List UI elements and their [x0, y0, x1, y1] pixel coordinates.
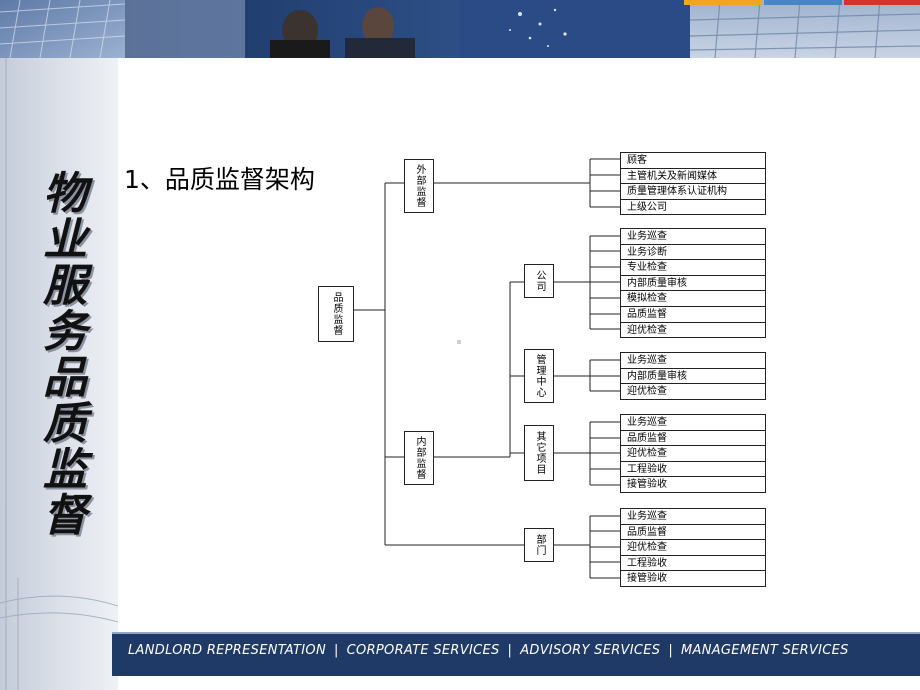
list-item: 业务巡查 — [621, 229, 765, 245]
node-company: 公司 — [524, 264, 554, 298]
banner-photo-strip — [0, 0, 920, 58]
list-item: 质量管理体系认证机构 — [621, 184, 765, 200]
node-internal: 内部监督 — [404, 431, 434, 485]
list-item: 上级公司 — [621, 200, 765, 216]
list-item: 业务巡查 — [621, 509, 765, 525]
sidebar-decoration — [0, 58, 118, 690]
list-item: 业务诊断 — [621, 245, 765, 261]
footer-service: LANDLORD REPRESENTATION — [128, 643, 326, 658]
other-projects-list: 业务巡查 品质监督 迎优检查 工程验收 接管验收 — [620, 414, 766, 493]
list-item: 工程验收 — [621, 462, 765, 478]
footer-service: MANAGEMENT SERVICES — [681, 643, 849, 658]
list-item: 迎优检查 — [621, 323, 765, 339]
list-item: 业务巡查 — [621, 353, 765, 369]
list-item: 接管验收 — [621, 571, 765, 587]
footer-separator: | — [668, 643, 673, 658]
list-item: 顾客 — [621, 153, 765, 169]
list-item: 专业检查 — [621, 260, 765, 276]
list-item: 内部质量审核 — [621, 369, 765, 385]
node-management-center: 管理中心 — [524, 349, 554, 403]
node-root: 品质监督 — [318, 286, 354, 342]
slide-heading: 1、品质监督架构 — [124, 165, 315, 194]
footer-separator: | — [333, 643, 339, 658]
list-item: 主管机关及新闻媒体 — [621, 169, 765, 185]
footer-service: ADVISORY SERVICES — [520, 643, 661, 658]
list-item: 业务巡查 — [621, 415, 765, 431]
list-item: 迎优检查 — [621, 384, 765, 400]
node-internal-label: 内部监督 — [414, 436, 425, 480]
list-item: 工程验收 — [621, 556, 765, 572]
node-other-projects: 其它项目 — [524, 425, 554, 481]
sidebar-title-text: 物业服务品质监督 — [35, 170, 86, 538]
node-other-projects-label: 其它项目 — [534, 431, 545, 475]
list-item: 迎优检查 — [621, 446, 765, 462]
header-banner — [0, 0, 920, 58]
list-item: 模拟检查 — [621, 291, 765, 307]
node-external-label: 外部监督 — [414, 164, 425, 208]
node-company-label: 公司 — [534, 270, 545, 292]
node-external: 外部监督 — [404, 159, 434, 213]
list-item: 品质监督 — [621, 307, 765, 323]
left-sidebar — [0, 58, 118, 690]
footer-service: CORPORATE SERVICES — [346, 643, 500, 658]
node-department: 部门 — [524, 528, 554, 562]
node-root-label: 品质监督 — [331, 292, 342, 336]
footer-separator: | — [507, 643, 513, 658]
external-list: 顾客 主管机关及新闻媒体 质量管理体系认证机构 上级公司 — [620, 152, 766, 216]
list-item: 品质监督 — [621, 525, 765, 541]
management-center-list: 业务巡查 内部质量审核 迎优检查 — [620, 352, 766, 400]
company-list: 业务巡查 业务诊断 专业检查 内部质量审核 模拟检查 品质监督 迎优检查 — [620, 228, 766, 339]
list-item: 品质监督 — [621, 431, 765, 447]
list-item: 接管验收 — [621, 477, 765, 493]
footer-services-bar: LANDLORD REPRESENTATION | CORPORATE SERVIC… — [112, 632, 920, 676]
node-management-center-label: 管理中心 — [534, 354, 545, 398]
node-department-label: 部门 — [534, 534, 545, 556]
list-item: 内部质量审核 — [621, 276, 765, 292]
sidebar-title: 物业服务品质监督 — [20, 128, 100, 580]
department-list: 业务巡查 品质监督 迎优检查 工程验收 接管验收 — [620, 508, 766, 587]
list-item: 迎优检查 — [621, 540, 765, 556]
